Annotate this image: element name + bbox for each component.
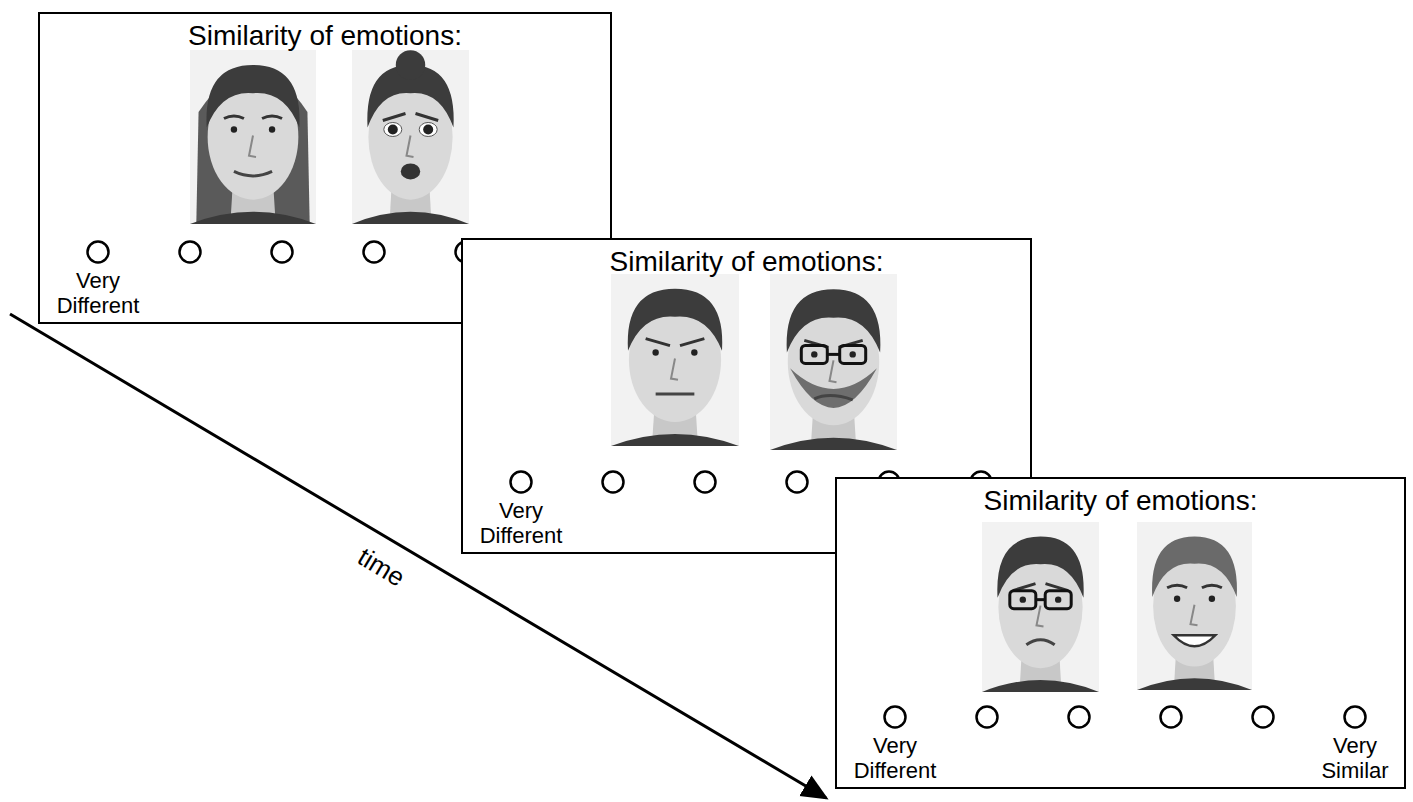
scale-label: Very Different [46,268,150,318]
rating-option [1253,707,1274,728]
rating-option [977,707,998,728]
rating-option [364,242,385,263]
face-illustration [611,274,739,446]
axis-label: time [353,542,411,593]
face-illustration [190,50,316,224]
rating-option [272,242,293,263]
rating-option [1069,707,1090,728]
scale-label: Very Similar [1303,733,1407,783]
rating-option [180,242,201,263]
scale-label: Very Different [469,498,573,548]
face-photo [982,522,1099,692]
rating-scale [837,479,1408,790]
face-photo [611,274,739,446]
panel-title: Similarity of emotions: [40,20,610,52]
rating-option [885,707,906,728]
face-illustration [1137,522,1252,690]
rating-option [1161,707,1182,728]
rating-option [1345,707,1366,728]
face-illustration [982,522,1099,692]
rating-option [787,472,808,493]
face-illustration [770,274,897,450]
rating-option [88,242,109,263]
panel-title: Similarity of emotions: [463,246,1030,278]
face-illustration [352,50,469,224]
face-photo [190,50,316,224]
rating-option [603,472,624,493]
rating-option [511,472,532,493]
rating-option [695,472,716,493]
screen-panel: Similarity of emotions: Very Different Ver… [835,477,1406,789]
scale-label: Very Different [843,733,947,783]
panel-title: Similarity of emotions: [837,485,1404,517]
face-photo [1137,522,1252,690]
face-photo [352,50,469,224]
face-photo [770,274,897,450]
